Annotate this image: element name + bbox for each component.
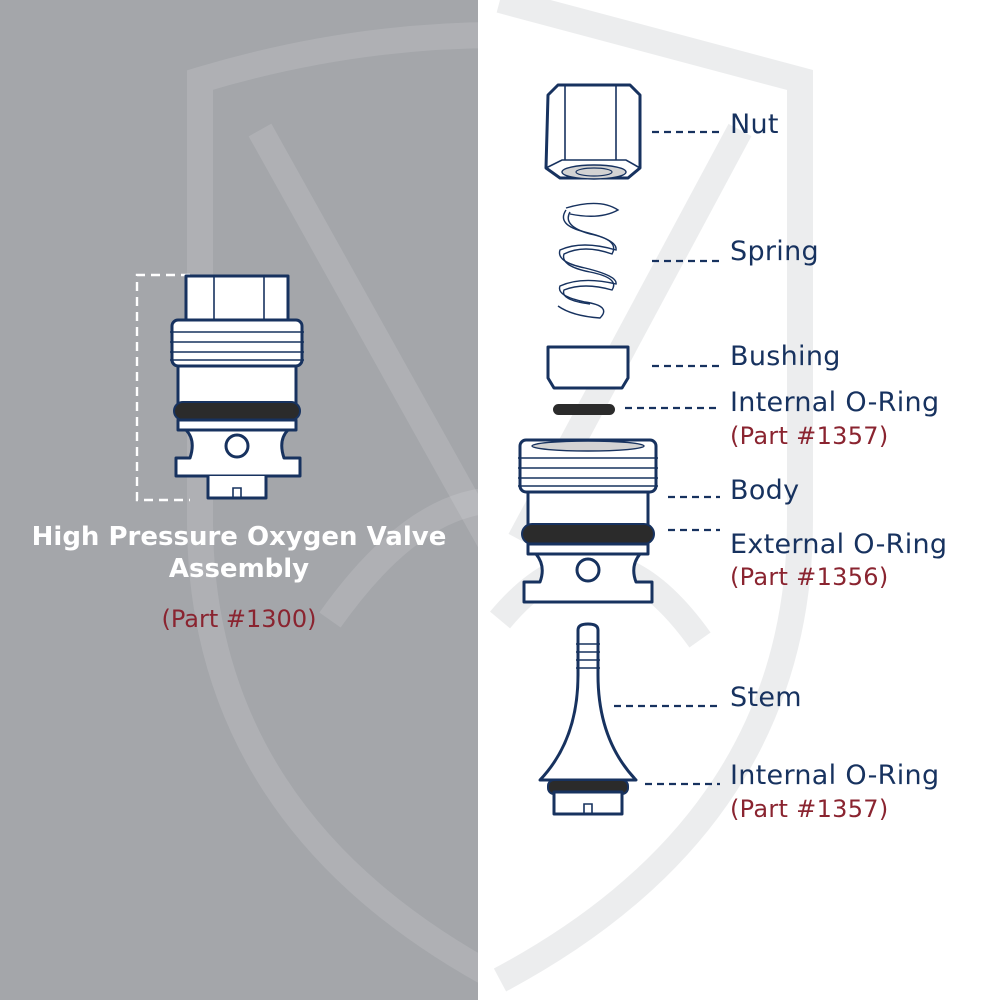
assembly-title-line2: Assembly: [168, 554, 310, 584]
label-external-o-ring: External O-Ring: [730, 529, 948, 560]
leader-lines: [614, 130, 720, 786]
part-external-o-ring: (Part #1356): [730, 563, 889, 591]
label-stem: Stem: [730, 682, 802, 713]
assembly-part-number: (Part #1300): [161, 605, 317, 633]
assembly-title: High Pressure Oxygen Valve Assembly: [0, 521, 478, 585]
internal-o-ring-upper-icon: [553, 404, 615, 415]
assembly-title-line1: High Pressure Oxygen Valve: [31, 522, 447, 552]
label-nut: Nut: [730, 109, 779, 140]
part-internal-o-ring-lower: (Part #1357): [730, 795, 889, 823]
label-body: Body: [730, 475, 800, 506]
label-internal-o-ring-lower: Internal O-Ring: [730, 760, 940, 791]
assembled-valve-icon: [135, 273, 304, 502]
bushing-icon: [546, 345, 630, 390]
left-panel: [0, 0, 478, 1000]
label-spring: Spring: [730, 236, 819, 267]
nut-icon: [544, 83, 642, 180]
body-icon: [518, 438, 658, 604]
label-bushing: Bushing: [730, 341, 841, 372]
stem-icon: [538, 622, 638, 816]
spring-icon: [557, 202, 620, 319]
part-internal-o-ring-upper: (Part #1357): [730, 422, 889, 450]
label-internal-o-ring-upper: Internal O-Ring: [730, 387, 940, 418]
